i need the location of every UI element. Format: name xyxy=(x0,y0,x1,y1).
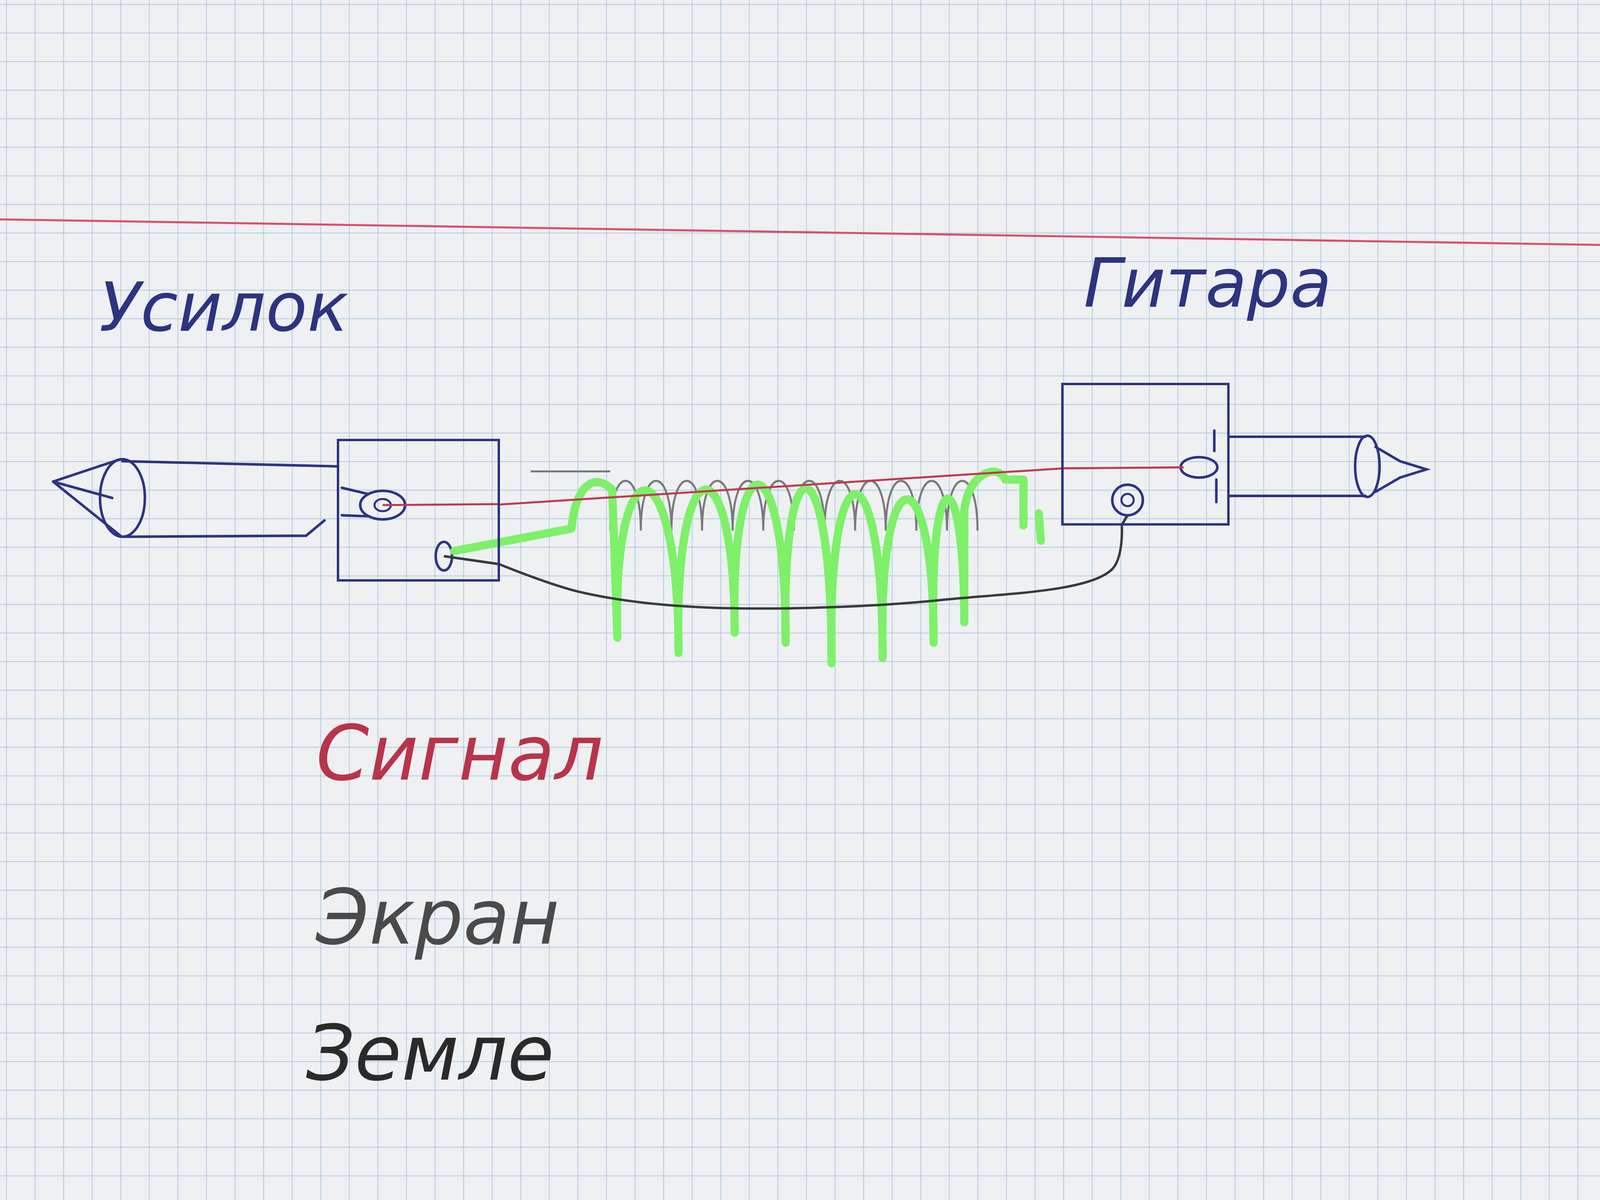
signal-wire-inner xyxy=(1061,467,1184,469)
guitar-plug xyxy=(1214,430,1427,503)
plug-tip xyxy=(1375,446,1427,492)
device-heading: Усилок xyxy=(99,266,349,348)
shield-legend-word: Экран xyxy=(316,872,560,964)
shield-highlight-coil xyxy=(454,471,1041,664)
signal-legend-word: Сигнал xyxy=(316,708,604,800)
ground-jack-center xyxy=(1121,494,1134,507)
amp-jack-box: Усилок xyxy=(336,438,500,582)
plug-ring xyxy=(100,459,145,537)
ground-wire-inner xyxy=(444,556,500,564)
signal-jack xyxy=(1180,457,1218,478)
margin-line xyxy=(0,219,1600,245)
signal-wire-inner xyxy=(382,504,500,506)
plug-body xyxy=(1229,436,1366,496)
plug-lead xyxy=(342,487,370,516)
plug-body xyxy=(122,461,337,537)
device-heading: Гитара xyxy=(1083,242,1332,324)
ground-jack xyxy=(1112,484,1144,516)
ground-legend-word: Земле xyxy=(306,1008,554,1100)
plug-ring xyxy=(1355,435,1380,497)
ground-wire xyxy=(500,525,1122,609)
amp-plug xyxy=(53,459,370,537)
guitar-jack-box: Гитара xyxy=(1061,382,1230,526)
signal-wire xyxy=(500,468,1062,505)
plug-tip xyxy=(53,459,121,536)
